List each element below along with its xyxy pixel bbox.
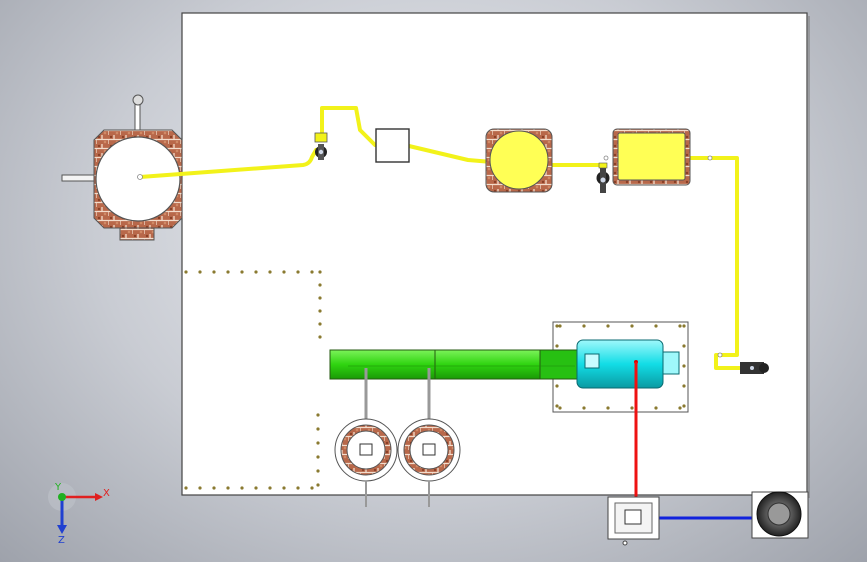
bolt xyxy=(254,486,258,490)
bolt xyxy=(268,486,272,490)
bolt xyxy=(316,427,320,431)
axis-z-label: Z xyxy=(58,535,65,546)
bolt xyxy=(184,486,188,490)
green-cylinder[interactable] xyxy=(329,349,589,380)
burner-left[interactable] xyxy=(334,368,398,507)
bolt xyxy=(318,296,322,300)
burner-right[interactable] xyxy=(397,368,461,507)
bolt xyxy=(682,364,686,368)
bolt xyxy=(582,324,586,328)
bolt xyxy=(682,344,686,348)
filter-body xyxy=(617,132,686,181)
pipe-filter-to-right xyxy=(687,156,742,370)
bolt xyxy=(630,324,634,328)
bolt xyxy=(555,384,559,388)
bolt xyxy=(318,309,322,313)
pump-icon[interactable] xyxy=(596,162,610,193)
boiler-top-post xyxy=(134,103,141,133)
axis-x-label: X xyxy=(103,488,110,499)
bolt xyxy=(226,486,230,490)
pipe-to-yellow-tank xyxy=(407,144,494,164)
bolt xyxy=(240,270,244,274)
bolt xyxy=(558,406,562,410)
bolt xyxy=(296,486,300,490)
bolt xyxy=(212,270,216,274)
boiler-side-pipe xyxy=(61,174,97,182)
bolt xyxy=(316,483,320,487)
bolt xyxy=(296,270,300,274)
bolt xyxy=(682,404,686,408)
bolt xyxy=(198,270,202,274)
steam-pipe-network xyxy=(138,106,742,370)
bolt xyxy=(240,486,244,490)
boiler[interactable] xyxy=(61,94,183,241)
pipe-valve-up-loop xyxy=(320,106,377,147)
bolt xyxy=(316,413,320,417)
bolt xyxy=(318,283,322,287)
bolt xyxy=(682,384,686,388)
bolt xyxy=(630,406,634,410)
bolt xyxy=(198,486,202,490)
bolt xyxy=(316,469,320,473)
axis-y-label: Y xyxy=(54,482,62,493)
bolt xyxy=(654,406,658,410)
bolt-outline xyxy=(184,270,322,490)
bolt xyxy=(558,324,562,328)
bolt xyxy=(555,404,559,408)
separator-box[interactable] xyxy=(375,128,410,163)
bolt xyxy=(268,270,272,274)
bolt xyxy=(318,322,322,326)
yellow-tank[interactable] xyxy=(485,128,553,193)
bolt xyxy=(310,486,314,490)
bolt xyxy=(555,324,559,328)
bolt xyxy=(654,324,658,328)
bolt xyxy=(606,324,610,328)
plate-shadow-right xyxy=(807,16,810,498)
bolt xyxy=(316,455,320,459)
bolt xyxy=(682,324,686,328)
bolt xyxy=(678,324,682,328)
cyan-motor[interactable] xyxy=(576,339,680,389)
filter-unit[interactable] xyxy=(612,128,691,186)
bolt xyxy=(678,406,682,410)
outlet-valve-icon[interactable] xyxy=(740,362,769,374)
pressure-gauge-icon[interactable] xyxy=(132,94,144,106)
bolt xyxy=(282,486,286,490)
bolt xyxy=(254,270,258,274)
bolt xyxy=(555,344,559,348)
pipe-boiler-to-valve xyxy=(138,148,318,179)
bolt xyxy=(226,270,230,274)
bolt xyxy=(316,441,320,445)
base-plate xyxy=(181,12,808,496)
valve-icon[interactable] xyxy=(314,132,328,160)
wheel-icon[interactable] xyxy=(751,491,809,539)
control-box[interactable] xyxy=(607,496,660,546)
bolt xyxy=(282,270,286,274)
bolt xyxy=(318,335,322,339)
bolt xyxy=(318,270,322,274)
bolt xyxy=(582,406,586,410)
bolt xyxy=(212,486,216,490)
yellow-tank-drum xyxy=(489,130,549,190)
bolt xyxy=(606,406,610,410)
bolt xyxy=(184,270,188,274)
axis-triad: X Y Z xyxy=(48,482,110,546)
bolt xyxy=(310,270,314,274)
